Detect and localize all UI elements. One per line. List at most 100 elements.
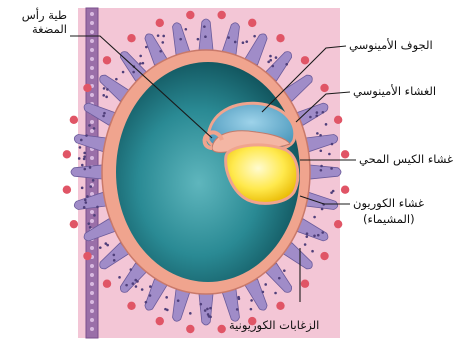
villus-texture	[139, 55, 142, 58]
vessel-dot	[90, 282, 94, 286]
villus-texture	[319, 149, 322, 152]
villus-texture	[113, 254, 116, 257]
villus-texture	[313, 235, 316, 238]
vessel-dot	[90, 75, 94, 79]
villus-texture	[89, 166, 92, 169]
vessel-dot	[90, 12, 94, 16]
blood-lacuna	[276, 302, 284, 310]
villus-texture	[132, 282, 135, 285]
villus-texture	[84, 199, 87, 202]
villus-texture	[179, 38, 182, 41]
villus-texture	[208, 315, 211, 318]
blood-lacuna	[301, 280, 309, 288]
villus-texture	[145, 301, 148, 304]
villus-texture	[331, 143, 334, 146]
villus-texture	[92, 179, 95, 182]
villus-texture	[242, 41, 245, 44]
villus-texture	[89, 185, 92, 188]
villus-texture	[132, 71, 135, 74]
vessel-dot	[90, 156, 94, 160]
villus-texture	[269, 59, 272, 62]
blood-lacuna	[248, 19, 256, 27]
villus-texture	[321, 208, 324, 211]
blood-lacuna	[186, 11, 194, 19]
villus-texture	[84, 201, 87, 204]
villus-texture	[317, 234, 320, 237]
blood-lacuna	[320, 252, 328, 260]
villus-texture	[320, 165, 323, 168]
villus-texture	[113, 259, 116, 262]
villus-texture	[89, 226, 92, 229]
villus-texture	[306, 232, 309, 235]
villus-texture	[204, 35, 207, 38]
villus-texture	[311, 250, 314, 253]
villus-texture	[102, 115, 105, 118]
villus-texture	[234, 41, 237, 44]
villus-texture	[86, 195, 89, 198]
blood-lacuna	[334, 116, 342, 124]
blood-lacuna	[127, 302, 135, 310]
vessel-dot	[90, 21, 94, 25]
villus-texture	[199, 303, 202, 306]
vessel-dot	[90, 219, 94, 223]
villus-texture	[103, 112, 106, 115]
villus-texture	[313, 216, 316, 219]
villus-texture	[166, 309, 169, 312]
blood-lacuna	[341, 185, 349, 193]
blood-lacuna	[301, 56, 309, 64]
villus-texture	[185, 28, 188, 31]
vessel-dot	[90, 264, 94, 268]
villus-texture	[105, 96, 108, 99]
villus-texture	[122, 71, 125, 74]
villus-texture	[83, 152, 86, 155]
blood-lacuna	[83, 84, 91, 92]
villus-texture	[85, 134, 88, 137]
villus-texture	[320, 169, 323, 172]
villus-texture	[236, 308, 239, 311]
blood-lacuna	[127, 34, 135, 42]
blood-lacuna	[341, 150, 349, 158]
villus-texture	[93, 214, 96, 217]
villus-texture	[305, 235, 308, 238]
vessel-dot	[90, 57, 94, 61]
label-amniotic-cavity: الجوف الأمينوسي	[348, 38, 434, 52]
villus-texture	[99, 246, 102, 249]
vessel-dot	[90, 273, 94, 277]
villus-texture	[321, 231, 324, 234]
villus-texture	[93, 127, 96, 130]
blood-lacuna	[334, 220, 342, 228]
blood-lacuna	[63, 185, 71, 193]
villus-texture	[262, 291, 265, 294]
vessel-dot	[90, 246, 94, 250]
villus	[71, 165, 102, 179]
villus-texture	[106, 88, 109, 91]
villus-texture	[330, 167, 333, 170]
villus-texture	[149, 285, 152, 288]
villus-texture	[80, 139, 83, 142]
villus-texture	[203, 25, 206, 28]
villus-texture	[269, 55, 272, 58]
vessel-dot	[90, 291, 94, 295]
villus-texture	[330, 191, 333, 194]
villus-texture	[253, 35, 256, 38]
villus-texture	[278, 277, 281, 280]
vessel-dot	[90, 66, 94, 70]
blood-lacuna	[70, 116, 78, 124]
villus-texture	[83, 206, 86, 209]
villus-texture	[129, 268, 132, 271]
vessel-dot	[90, 300, 94, 304]
villus-texture	[283, 269, 286, 272]
villus-texture	[145, 46, 148, 49]
villus-texture	[165, 296, 168, 299]
villus-texture	[96, 206, 99, 209]
villus-texture	[250, 308, 253, 311]
vessel-dot	[90, 309, 94, 313]
villus-texture	[83, 158, 86, 161]
villus-texture	[319, 134, 322, 137]
villus-texture	[161, 41, 164, 44]
villus-texture	[316, 111, 319, 114]
label-head-fold: طية رأس المضغة	[4, 8, 68, 36]
villus-texture	[104, 242, 107, 245]
